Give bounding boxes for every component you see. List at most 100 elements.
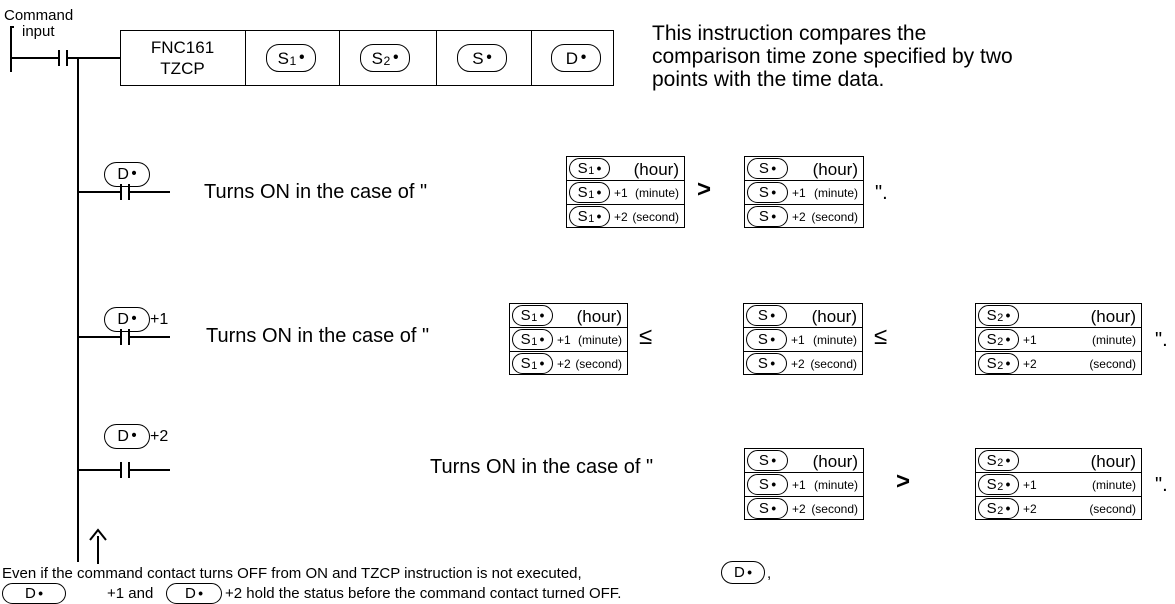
rung-wire bbox=[78, 336, 120, 338]
row-unit: (minute) bbox=[1091, 333, 1136, 347]
comparison-symbol: > bbox=[896, 468, 911, 495]
operand-dot: • bbox=[539, 331, 545, 347]
operand-letter: S bbox=[986, 452, 997, 469]
rung-wire bbox=[78, 469, 120, 471]
footnote-line-2-mid: +1 and bbox=[107, 585, 154, 602]
operand-letter: S bbox=[577, 208, 588, 225]
operand-dot: • bbox=[299, 49, 305, 67]
row-unit: (second) bbox=[810, 357, 857, 371]
operand-d-icon: D• bbox=[551, 44, 601, 72]
operand-letter: D bbox=[117, 427, 129, 445]
operand-letter: S bbox=[520, 307, 531, 324]
operand-letter: D bbox=[565, 48, 579, 68]
row-unit: (minute) bbox=[577, 333, 622, 347]
operand-subscript: 1 bbox=[531, 335, 538, 348]
operand-letter: S bbox=[757, 355, 768, 372]
operand-subscript: 1 bbox=[289, 53, 297, 68]
operand-dot: • bbox=[1005, 500, 1011, 516]
condition-end: ". bbox=[1155, 474, 1168, 496]
left-power-rail-top bbox=[10, 26, 12, 72]
operand-s-icon: S• bbox=[747, 206, 788, 227]
operand-dot: • bbox=[770, 355, 776, 371]
operand-letter: S bbox=[986, 500, 997, 517]
operand-letter: S bbox=[986, 307, 997, 324]
operand-subscript: 1 bbox=[531, 359, 538, 372]
row-unit: (hour) bbox=[812, 160, 858, 179]
footnote-d-icon: D• bbox=[721, 561, 765, 584]
comparison-symbol: > bbox=[697, 176, 712, 203]
rung-wire-tail bbox=[130, 336, 170, 338]
operand-cell-s1 bbox=[246, 31, 340, 85]
operand-dot: • bbox=[771, 500, 777, 516]
footnote-d-icon-3: D• bbox=[166, 583, 222, 604]
row-offset: +2 bbox=[1023, 502, 1037, 516]
operand-letter: S bbox=[277, 48, 289, 68]
operand-s-icon: S• bbox=[746, 353, 787, 374]
row-offset: +1 bbox=[1023, 478, 1037, 492]
operand-letter: D bbox=[25, 585, 36, 602]
operand-letter: S bbox=[757, 331, 768, 348]
row-unit: (second) bbox=[811, 502, 858, 516]
operand-letter: S bbox=[758, 208, 769, 225]
operand-dot: • bbox=[1005, 355, 1011, 371]
rung-wire-left bbox=[10, 57, 58, 59]
condition-end: ". bbox=[875, 182, 888, 204]
operand-subscript: 2 bbox=[383, 53, 391, 68]
time-row-hour: S•(hour) bbox=[744, 304, 862, 328]
operand-dot: • bbox=[770, 307, 776, 323]
operand-letter: S bbox=[758, 160, 769, 177]
row-unit: (minute) bbox=[813, 186, 858, 200]
operand-letter: S bbox=[986, 476, 997, 493]
operand-dot: • bbox=[131, 428, 137, 445]
operand-dot: • bbox=[770, 331, 776, 347]
operand-s-icon: S• bbox=[746, 329, 787, 350]
row-offset: +1 bbox=[791, 333, 805, 347]
time-row-hour: S•(hour) bbox=[745, 449, 863, 473]
row-unit: (hour) bbox=[812, 452, 858, 471]
instruction-code-cell: FNC161 TZCP bbox=[121, 31, 246, 85]
description-line-3: points with the time data. bbox=[652, 68, 885, 91]
row-offset: +1 bbox=[792, 478, 806, 492]
operand-letter: S bbox=[520, 331, 531, 348]
operand-subscript: 1 bbox=[588, 212, 595, 225]
output-d-icon: D• bbox=[104, 307, 150, 332]
time-row-second: S•+2(second) bbox=[744, 352, 862, 376]
condition-text: Turns ON in the case of " bbox=[206, 325, 430, 347]
operand-letter: S bbox=[472, 48, 484, 68]
description-line-2: comparison time zone specified by two bbox=[652, 45, 1013, 68]
operand-subscript: 2 bbox=[997, 456, 1004, 469]
operand-dot: • bbox=[771, 184, 777, 200]
operand-cell-s2 bbox=[340, 31, 437, 85]
command-label-line2: input bbox=[22, 23, 55, 40]
row-offset: +1 bbox=[1023, 333, 1037, 347]
time-data-box: S•(hour)S•+1(minute)S•+2(second) bbox=[743, 303, 863, 375]
operand-dot: • bbox=[771, 452, 777, 468]
footnote-line-1-end: , bbox=[767, 565, 772, 582]
operand-letter: S bbox=[757, 307, 768, 324]
row-unit: (second) bbox=[1089, 502, 1136, 516]
operand-s-icon: S• bbox=[747, 158, 788, 179]
operand-letter: S bbox=[577, 160, 588, 177]
operand-letter: S bbox=[577, 184, 588, 201]
operand-letter: D bbox=[117, 310, 129, 328]
label-tick bbox=[10, 26, 14, 28]
output-d-icon: D• bbox=[104, 424, 150, 449]
operand-dot: • bbox=[486, 49, 492, 67]
row-offset: +2 bbox=[1023, 357, 1037, 371]
rung-wire bbox=[78, 191, 120, 193]
